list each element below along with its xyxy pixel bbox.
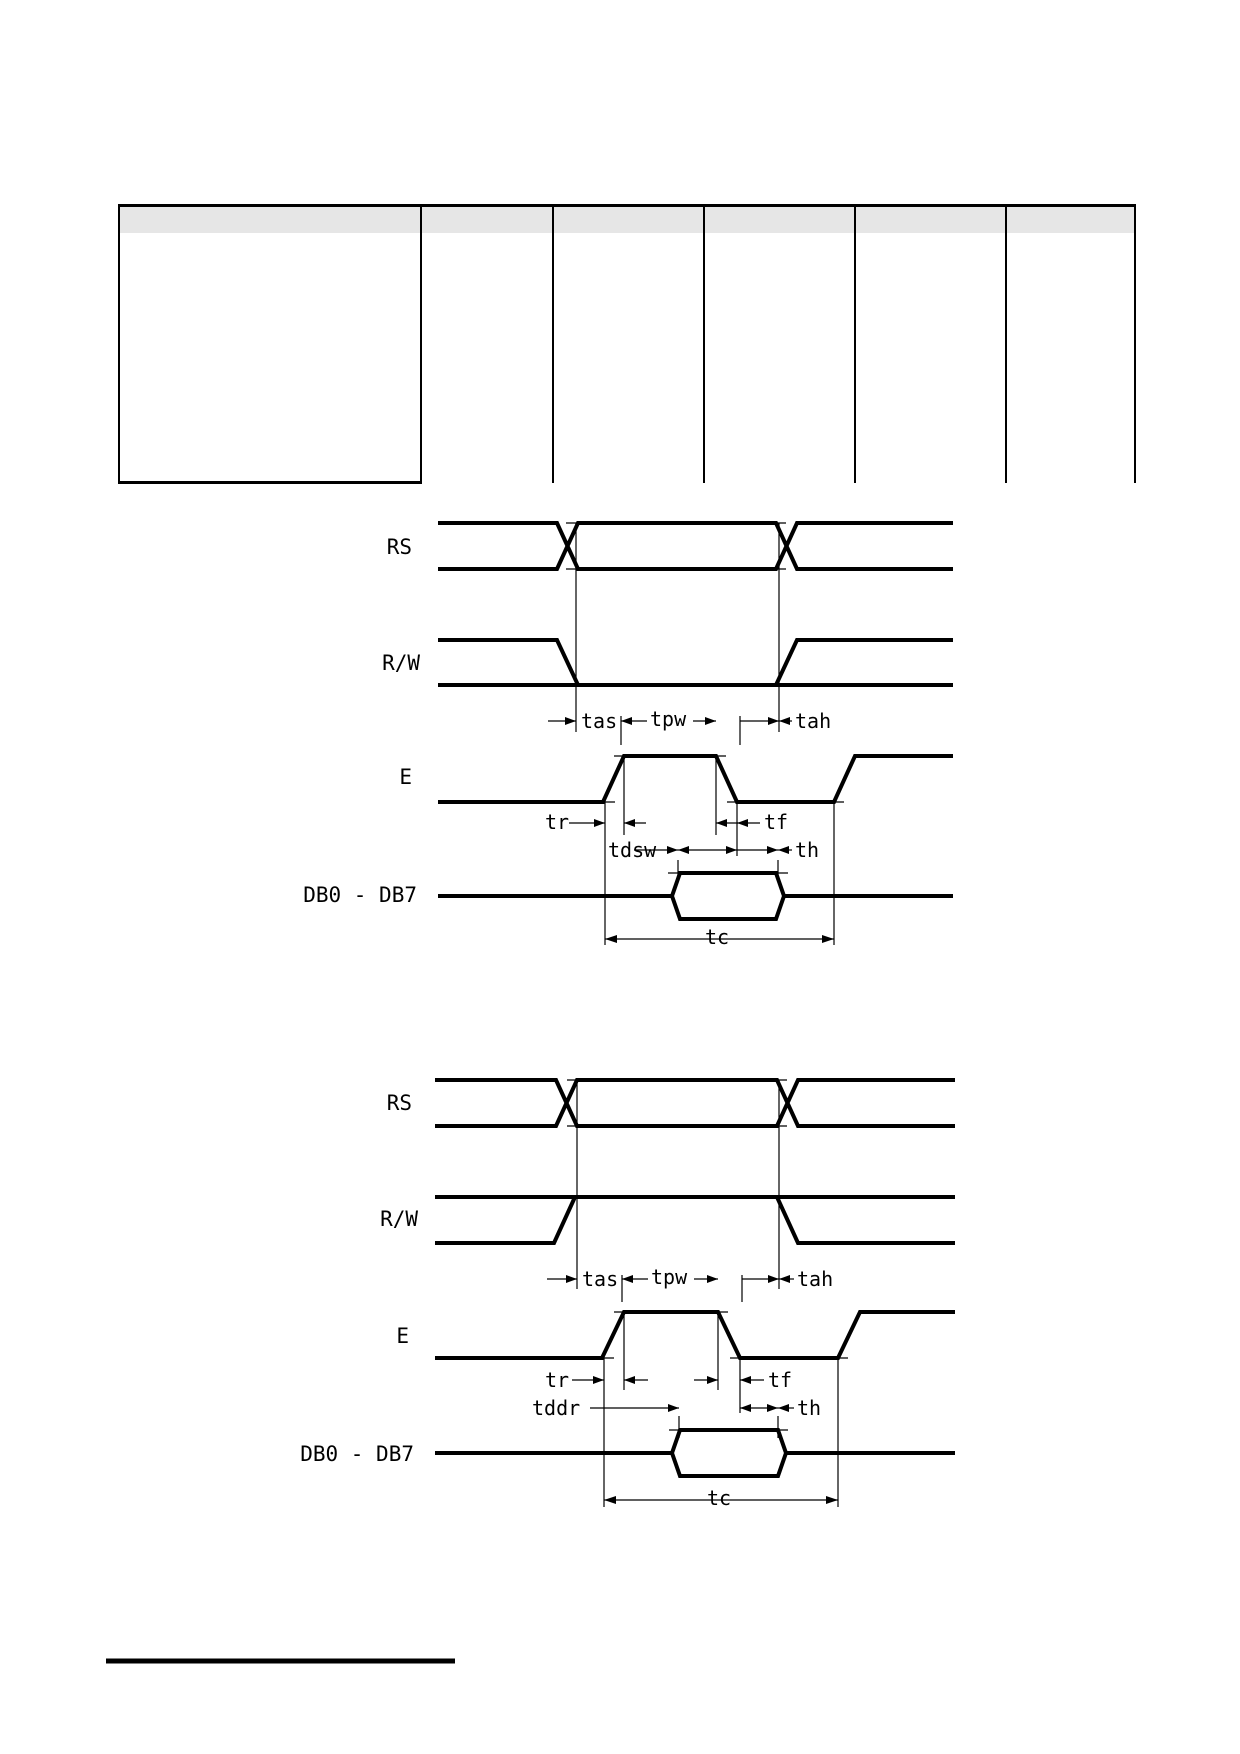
- table-header-cell: [552, 204, 705, 233]
- table-cell: [1005, 233, 1136, 483]
- write-rs-waveform: [438, 521, 953, 571]
- table-header-cell: [420, 204, 554, 233]
- write-tas-label: tas: [581, 709, 617, 733]
- table-header-cell: [854, 204, 1007, 233]
- table-header-cell: [703, 204, 856, 233]
- write-tc-label: tc: [705, 925, 729, 949]
- read-db-label: DB0 - DB7: [300, 1442, 414, 1466]
- table-cell: [703, 233, 856, 483]
- read-tr-label: tr: [545, 1368, 569, 1392]
- read-tddr-label: tddr: [532, 1396, 580, 1420]
- write-tr-label: tr: [545, 810, 569, 834]
- table-cell: [854, 233, 1007, 483]
- write-rw-label: R/W: [382, 651, 420, 675]
- table-cell: [552, 233, 705, 483]
- table-row: [118, 233, 1136, 484]
- read-tas-label: tas: [582, 1267, 618, 1291]
- table-header-cell: [1005, 204, 1136, 233]
- read-rw-waveform: [435, 1195, 955, 1245]
- write-e-waveform: [438, 754, 953, 804]
- write-tpw-label: tpw: [650, 707, 687, 731]
- read-e-label: E: [396, 1324, 409, 1348]
- read-e-waveform: [435, 1310, 955, 1360]
- read-tpw-label: tpw: [651, 1265, 688, 1289]
- table-header-cell: [118, 204, 422, 233]
- read-db-waveform: [435, 1428, 955, 1478]
- write-db-label: DB0 - DB7: [303, 883, 417, 907]
- read-th-label: th: [797, 1396, 821, 1420]
- write-tah-label: tah: [795, 709, 831, 733]
- read-reference-lines: [565, 1079, 848, 1507]
- table-cell: [420, 233, 554, 483]
- table-header-row: [118, 204, 1136, 233]
- read-timing-diagram: RS R/W E DB0 - DB7: [300, 1078, 955, 1510]
- write-tdsw-label: tdsw: [608, 838, 657, 862]
- read-rw-label: R/W: [380, 1207, 418, 1231]
- write-e-label: E: [399, 765, 412, 789]
- write-timing-diagram: RS R/W E DB0 - DB7: [303, 521, 953, 949]
- write-tf-label: tf: [764, 810, 788, 834]
- read-dimension-arrows: [547, 1275, 838, 1504]
- write-rs-label: RS: [387, 535, 412, 559]
- write-th-label: th: [795, 838, 819, 862]
- write-db-waveform: [438, 871, 953, 921]
- read-rs-waveform: [435, 1078, 955, 1128]
- read-tah-label: tah: [797, 1267, 833, 1291]
- write-reference-lines: [566, 522, 844, 945]
- read-tf-label: tf: [768, 1368, 792, 1392]
- write-dimension-arrows: [548, 717, 834, 943]
- read-tc-label: tc: [707, 1486, 731, 1510]
- characteristics-table: [118, 204, 1136, 484]
- read-rs-label: RS: [387, 1091, 412, 1115]
- table-cell: [118, 233, 422, 484]
- write-rw-waveform: [438, 638, 953, 687]
